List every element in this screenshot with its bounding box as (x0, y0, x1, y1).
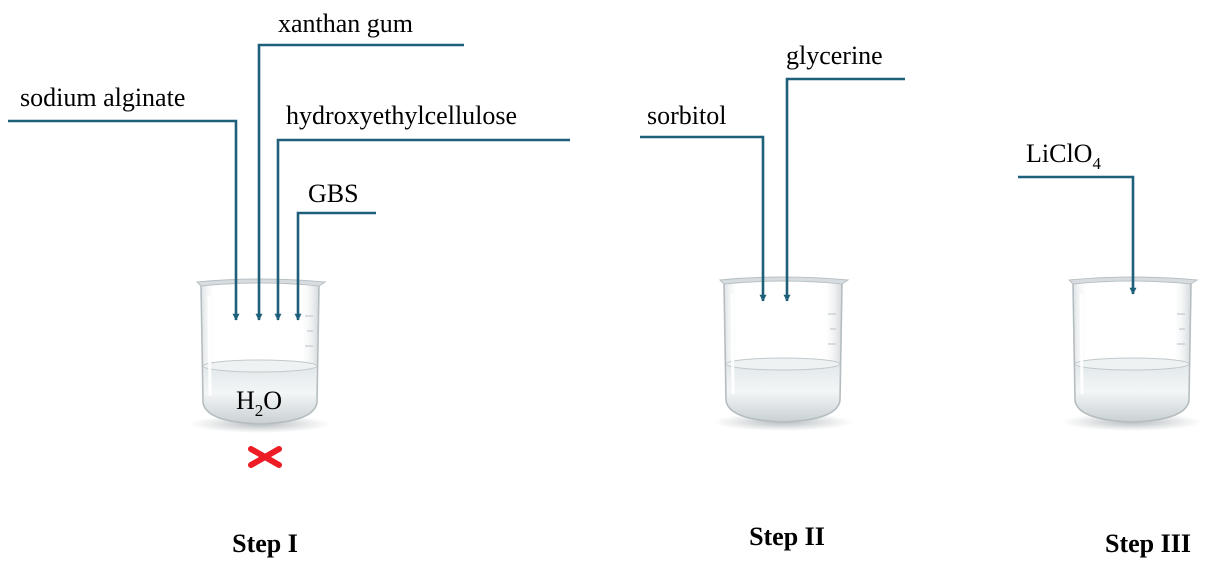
step-1-title: Step I (232, 529, 298, 558)
arrow-xanthan-gum (255, 43, 464, 321)
reagent-glycerine: glycerine (786, 41, 883, 70)
reagent-gbs: GBS (308, 179, 359, 208)
reagent-hydroxyethylcellulose: hydroxyethylcellulose (286, 101, 517, 130)
step-2-title: Step II (749, 522, 825, 551)
step-3-title: Step III (1105, 529, 1191, 558)
reagent-xanthan-gum: xanthan gum (278, 9, 413, 38)
arrow-hydroxyethylcellulose (274, 138, 570, 321)
solvent-label-h2o: H2O (236, 386, 282, 420)
cross-mark-icon (248, 446, 282, 468)
arrow-sorbitol (640, 135, 767, 302)
reagent-sodium-alginate: sodium alginate (20, 83, 185, 112)
reagent-liclo4: LiClO4 (1026, 139, 1101, 173)
arrow-liclo4 (1018, 175, 1137, 295)
beaker-icon-step3 (1060, 275, 1204, 433)
reagent-sorbitol: sorbitol (647, 101, 726, 130)
arrow-gbs (294, 211, 376, 321)
beaker-icon-step2 (711, 275, 855, 433)
arrow-glycerine (783, 77, 905, 302)
arrow-sodium-alginate (8, 119, 240, 321)
